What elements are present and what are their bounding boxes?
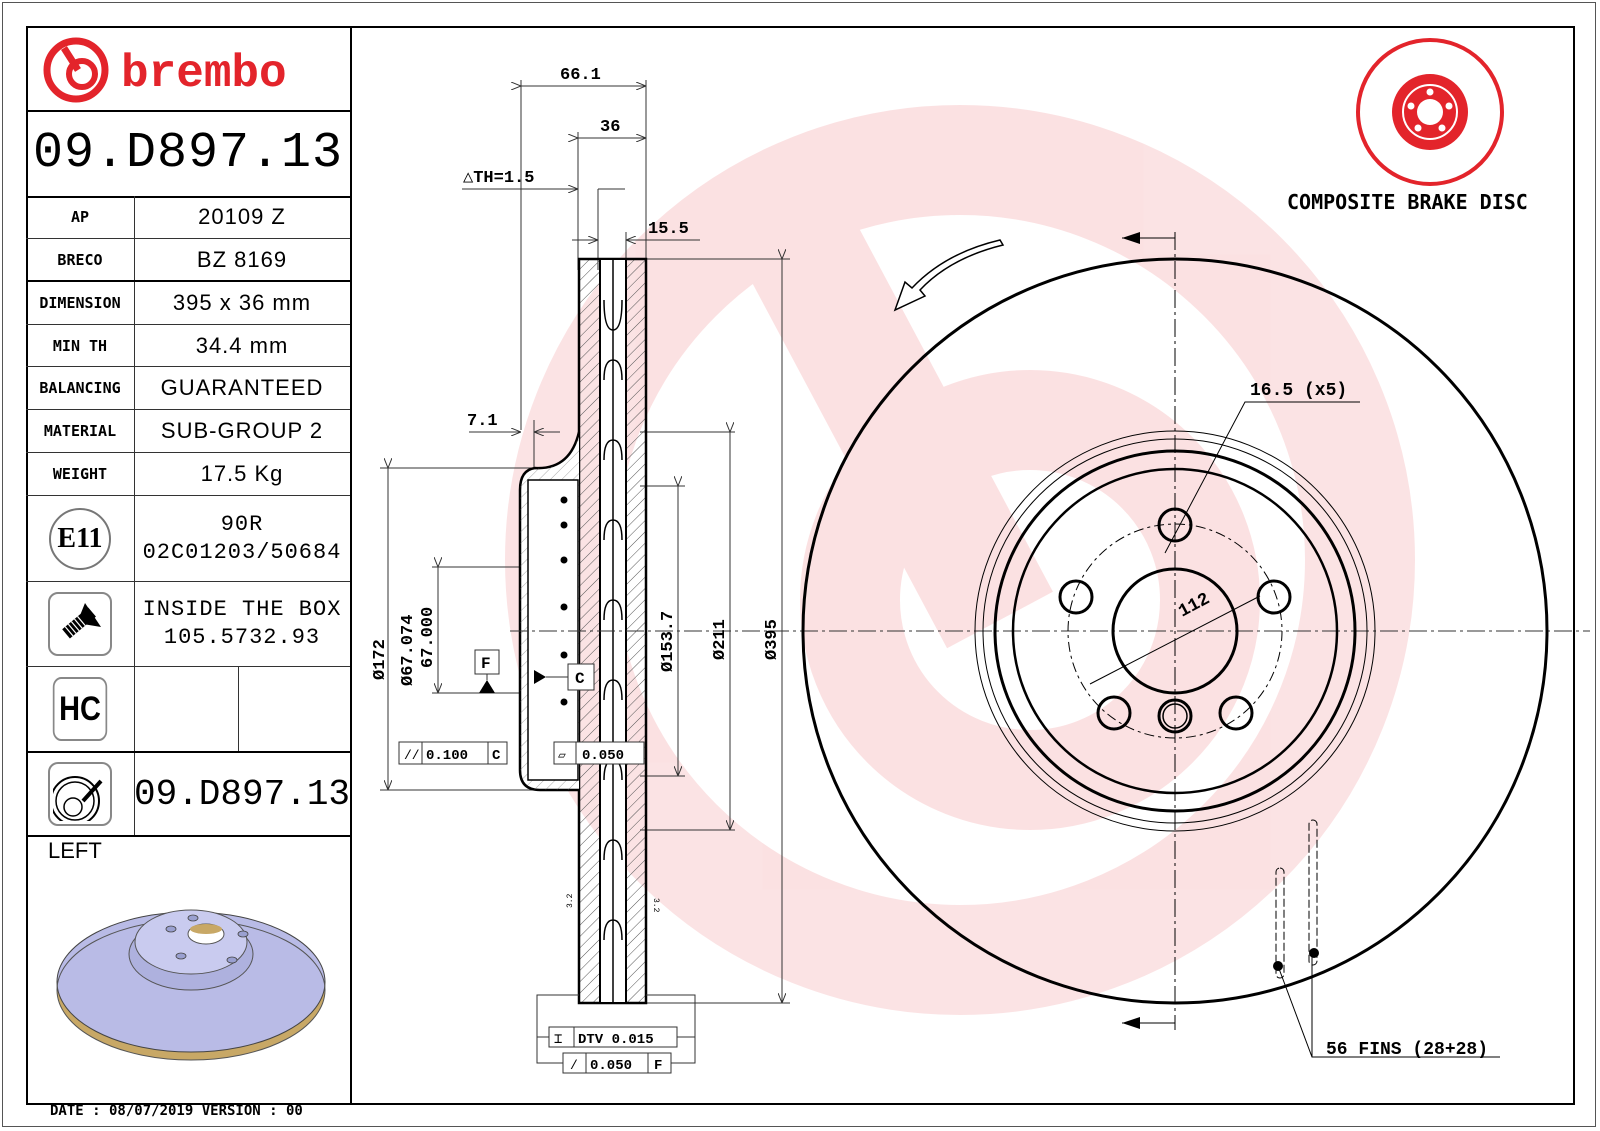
parallel-tolerance: 0.100 — [426, 748, 468, 764]
dim-d172: Ø172 — [371, 639, 390, 680]
e11-badge-icon: E11 — [49, 507, 111, 570]
drawing-frame — [26, 26, 1575, 1105]
spec-label: DIMENSION — [26, 282, 135, 324]
screw-icon — [48, 592, 112, 656]
flatness-tolerance: 0.050 — [582, 748, 624, 764]
dim-hat-offset: 7.1 — [467, 412, 498, 431]
fins-count: 56 FINS (28+28) — [1326, 1040, 1488, 1060]
part-number: 09.D897.13 — [26, 110, 350, 198]
disc-3d-render — [56, 909, 326, 1061]
roughness-right: 3.2 — [651, 898, 660, 913]
spec-label: BALANCING — [26, 367, 135, 409]
dim-d211: Ø211 — [711, 619, 730, 660]
screw-line2: 105.5732.93 — [163, 625, 321, 650]
runout-datum: F — [654, 1058, 662, 1074]
title-block: brembo 09.D897.13 AP 20109 Z BRECO BZ 81… — [26, 26, 352, 1105]
spec-value: 17.5 Kg — [200, 461, 284, 486]
side-label: LEFT — [48, 838, 102, 863]
spec-value: 395 x 36 mm — [172, 290, 312, 315]
rotation-arrow-icon — [893, 239, 1005, 312]
spec-label: BRECO — [26, 239, 135, 280]
composite-brake-disc-icon — [1356, 38, 1504, 186]
datum-f: F — [481, 655, 491, 673]
approval-line2: 02C01203/50684 — [142, 539, 342, 565]
parallel-datum: C — [492, 748, 501, 764]
marking-row: 09.D897.13 — [26, 753, 350, 837]
spec-value: GUARANTEED — [160, 375, 324, 400]
approval-row: E11 90R 02C01203/50684 — [26, 496, 350, 582]
runout-symbol-icon: / — [570, 1058, 578, 1073]
brembo-logo: brembo — [43, 37, 287, 103]
dtv-tolerance: DTV 0.015 — [578, 1032, 654, 1048]
spec-row-min-th: MIN TH 34.4 mm — [26, 325, 350, 367]
disc-marking-icon — [48, 762, 112, 826]
approval-line1: 90R — [220, 511, 264, 537]
spec-label: MIN TH — [26, 325, 135, 366]
spec-value: BZ 8169 — [196, 246, 288, 272]
dim-d153: Ø153.7 — [659, 611, 678, 672]
flatness-symbol-icon: ▱ — [558, 748, 566, 763]
spec-value: SUB-GROUP 2 — [160, 418, 324, 443]
screw-line1: INSIDE THE BOX — [142, 597, 342, 622]
bolt-hole-dim: 16.5 (x5) — [1250, 381, 1347, 401]
footer-date-version: DATE : 08/07/2019 VERSION : 00 — [50, 1103, 303, 1119]
screw-text: INSIDE THE BOX 105.5732.93 — [134, 582, 350, 666]
spec-row-weight: WEIGHT 17.5 Kg — [26, 453, 350, 496]
dim-d67-max: Ø67.074 — [399, 615, 418, 686]
dim-d67-min: 67.000 — [419, 607, 438, 668]
parallel-symbol-icon: // — [404, 748, 420, 763]
dim-rib: 15.5 — [648, 220, 689, 239]
brand-name: brembo — [121, 48, 287, 100]
spec-row-material: MATERIAL SUB-GROUP 2 — [26, 410, 350, 453]
spec-value: 20109 Z — [198, 204, 286, 229]
roughness-left: 3.2 — [566, 893, 575, 908]
spec-label: WEIGHT — [26, 453, 135, 495]
spec-row-balancing: BALANCING GUARANTEED — [26, 367, 350, 410]
brand-header: brembo — [26, 26, 350, 112]
spec-row-ap: AP 20109 Z — [26, 196, 350, 239]
spec-row-dimension: DIMENSION 395 x 36 mm — [26, 282, 350, 325]
runout-tolerance: 0.050 — [590, 1058, 632, 1074]
spec-value: 34.4 mm — [195, 332, 289, 358]
dim-thickness: 36 — [600, 118, 620, 137]
spec-label: AP — [26, 196, 135, 238]
disc-type-label: COMPOSITE BRAKE DISC — [1287, 190, 1528, 214]
spec-row-breco: BRECO BZ 8169 — [26, 239, 350, 282]
dim-d395: Ø395 — [763, 619, 782, 660]
spec-label: MATERIAL — [26, 410, 135, 452]
hc-row: HC — [26, 667, 350, 753]
datum-c: C — [575, 670, 585, 688]
dim-delta-th: △TH=1.5 — [463, 169, 534, 188]
screw-row: INSIDE THE BOX 105.5732.93 — [26, 582, 350, 667]
dim-overall-height: 66.1 — [560, 66, 601, 85]
hc-badge-icon: HC — [52, 677, 108, 741]
dtv-symbol-icon: ⌶ — [554, 1032, 562, 1048]
pcd-dim: 112 — [1175, 589, 1213, 622]
approval-text: 90R 02C01203/50684 — [134, 496, 350, 581]
marking-part-number: 09.D897.13 — [133, 773, 351, 815]
